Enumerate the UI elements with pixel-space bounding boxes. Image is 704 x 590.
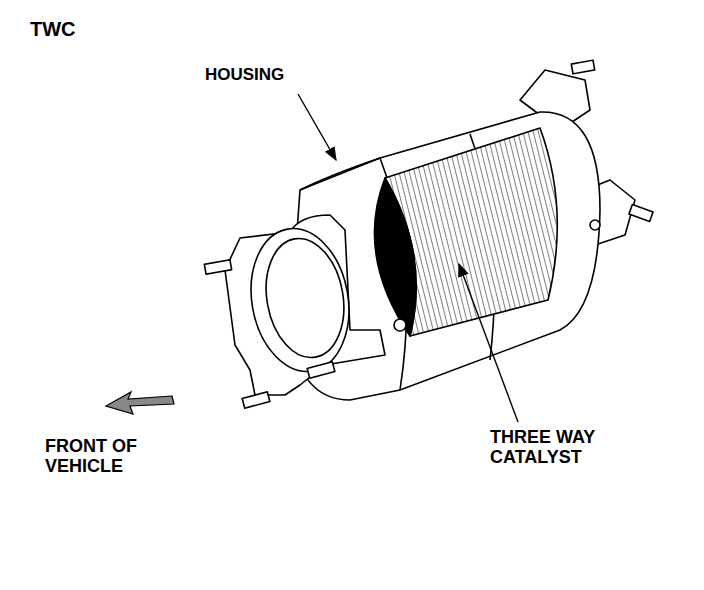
- leader-lines: [298, 94, 518, 422]
- diagram-title: TWC: [30, 18, 76, 40]
- housing-drawing: [204, 60, 653, 408]
- part-label: THREE WAY CATALYST: [490, 428, 630, 468]
- direction-label: FRONT OF VEHICLE: [45, 437, 155, 477]
- part-label: HOUSING: [205, 66, 284, 85]
- direction-arrow: [106, 392, 174, 414]
